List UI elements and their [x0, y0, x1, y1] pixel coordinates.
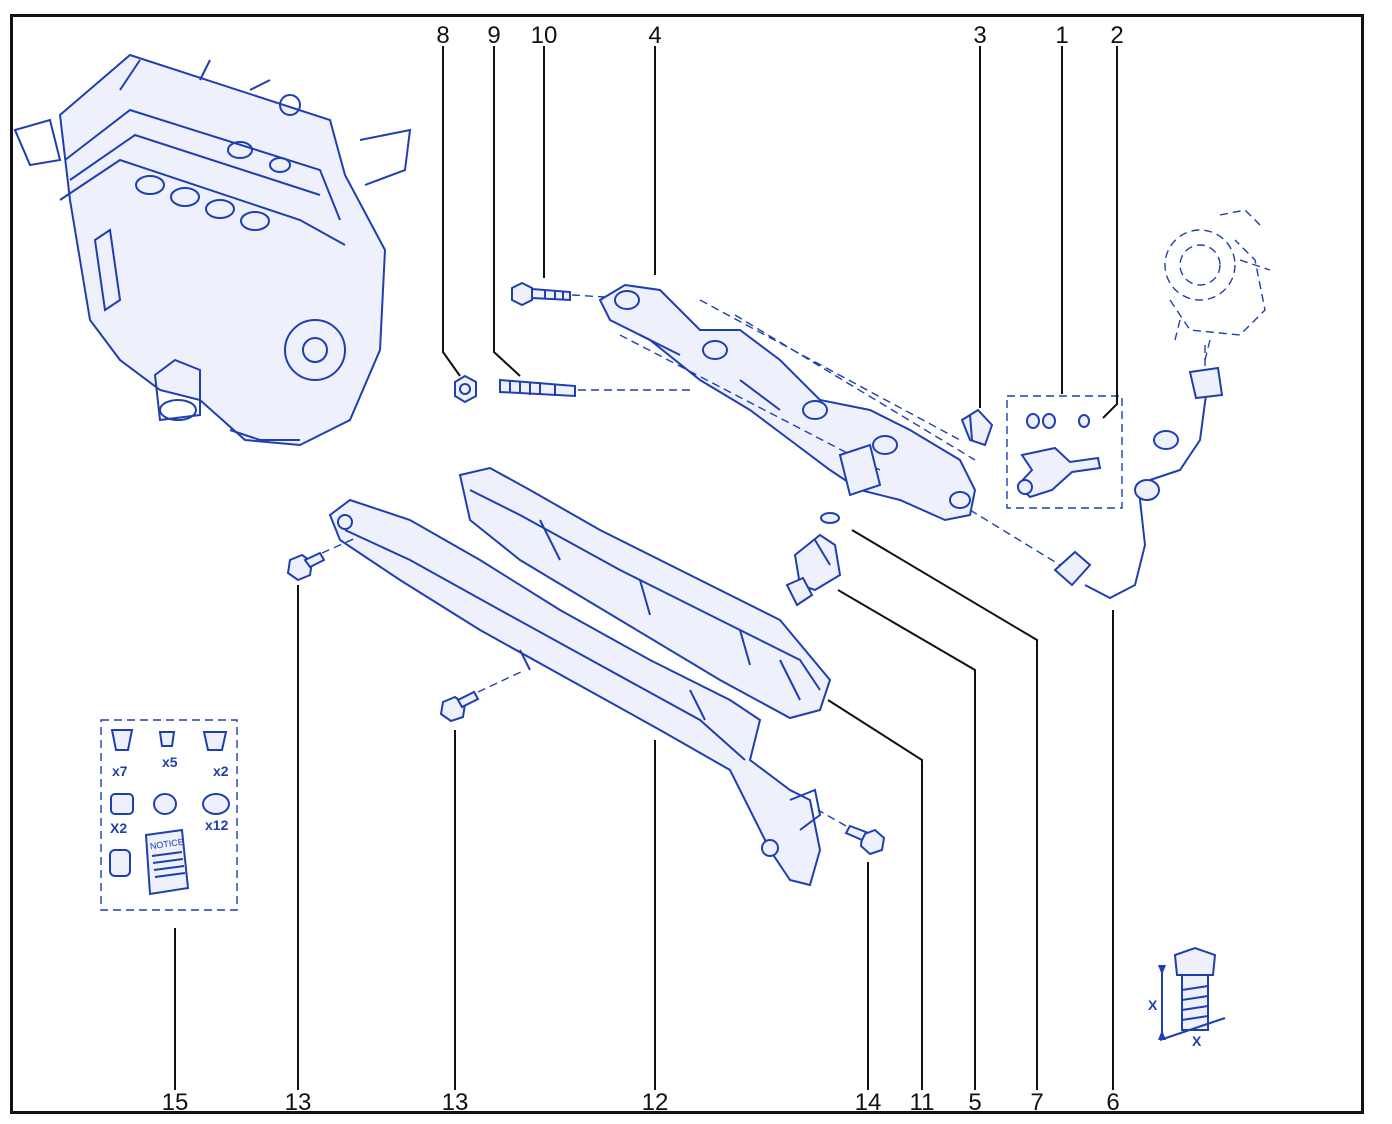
callout-9: 9 [487, 22, 500, 49]
high-pressure-pipe-part-6 [969, 345, 1224, 600]
bolt-length-detail: X X [1148, 946, 1226, 1049]
kit-notice-label: NOTICE [149, 837, 184, 852]
nut-part-8 [454, 374, 477, 404]
pump-illustration [1164, 209, 1271, 361]
detail-x-label-vertical: X [1148, 997, 1158, 1013]
callout-10: 10 [531, 22, 558, 49]
callout-3: 3 [973, 22, 986, 49]
detail-x-label-horizontal: X [1192, 1033, 1202, 1049]
callout-13-left: 13 [285, 1089, 312, 1116]
callout-15: 15 [162, 1089, 189, 1116]
clip-part-3 [960, 408, 994, 447]
stud-part-9 [499, 378, 690, 398]
kit-qty-X2: X2 [110, 820, 127, 836]
bolt-part-13-left [286, 536, 359, 582]
kit-qty-x12: x12 [205, 817, 229, 833]
fastener-kit-part-15: x7 x5 x2 X2 x12 NOTICE [100, 719, 238, 911]
heat-shield-part-12 [328, 498, 822, 887]
kit-qty-x2: x2 [213, 763, 229, 779]
callout-1: 1 [1055, 22, 1068, 49]
callout-4: 4 [648, 22, 661, 49]
bolt-part-10 [511, 281, 606, 307]
callout-12: 12 [642, 1089, 669, 1116]
callout-8: 8 [436, 22, 449, 49]
kit-qty-x5: x5 [162, 754, 178, 770]
pressure-sensor-part-5 [785, 533, 842, 607]
callout-2: 2 [1110, 22, 1123, 49]
o-ring-part-7 [820, 512, 840, 524]
callout-13-middle: 13 [442, 1089, 469, 1116]
kit-qty-x7: x7 [112, 763, 128, 779]
heat-shield-part-11 [458, 466, 832, 720]
callout-7: 7 [1030, 1089, 1043, 1116]
callout-14: 14 [855, 1089, 882, 1116]
fuel-rail-part-4 [598, 283, 977, 522]
callout-6: 6 [1106, 1089, 1119, 1116]
leader-lines [174, 46, 1118, 1090]
bolt-part-13-middle [439, 669, 526, 723]
engine-illustration [13, 53, 412, 447]
callout-numbers: 8 9 10 4 3 1 2 15 13 13 12 14 11 5 7 6 [162, 22, 1124, 1116]
callout-11: 11 [910, 1089, 935, 1116]
pressure-sensor-kit [1006, 395, 1123, 509]
bolt-part-14 [817, 809, 886, 856]
callout-5: 5 [968, 1089, 981, 1116]
